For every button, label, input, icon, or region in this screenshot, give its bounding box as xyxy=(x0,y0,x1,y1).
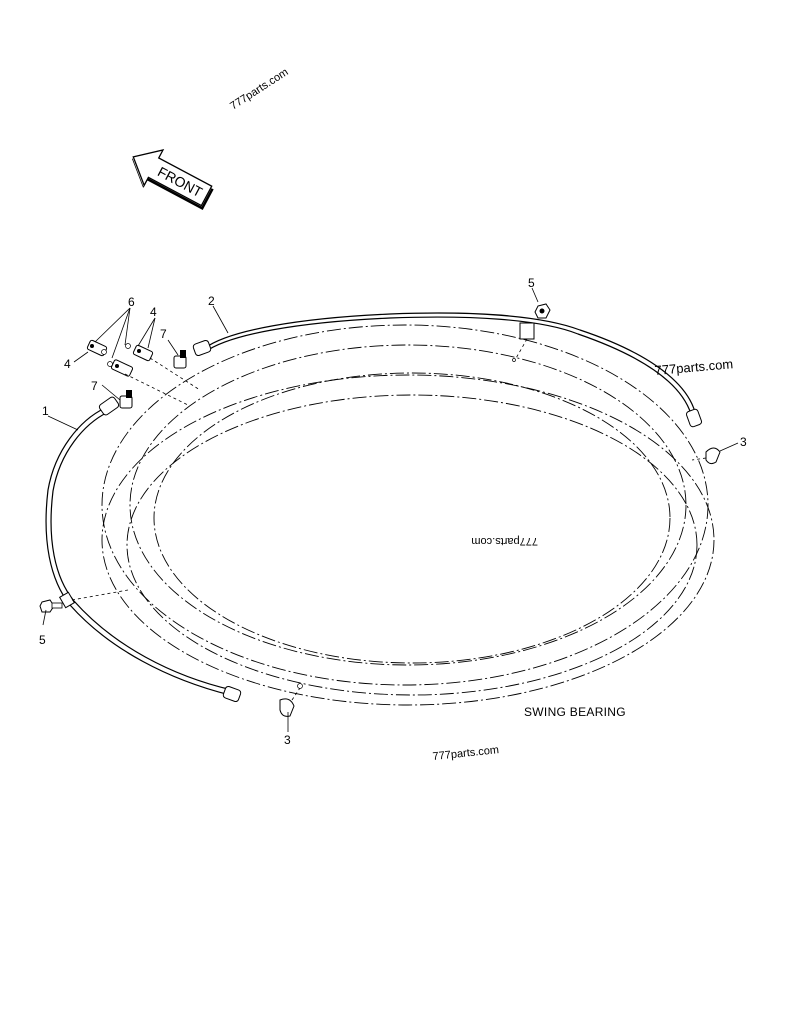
swing-bearing xyxy=(101,324,715,706)
callout-5-top: 5 xyxy=(528,276,535,290)
bolt-upper xyxy=(534,303,551,319)
callout-3-right: 3 xyxy=(740,435,747,449)
connector-right xyxy=(132,344,154,362)
hose-2-fitting-left xyxy=(192,339,212,357)
clamp-lower xyxy=(58,589,129,609)
watermark-bottom: 777parts.com xyxy=(432,744,500,763)
hose-2-fitting-right xyxy=(685,408,703,428)
leader-lines xyxy=(42,287,739,732)
hose-1-inner xyxy=(50,411,233,691)
elbow-fitting-bottom xyxy=(279,683,303,717)
hose-1-fitting-top xyxy=(98,396,120,416)
callout-6: 6 xyxy=(128,295,135,309)
callout-4-top-a: 4 xyxy=(150,305,157,319)
watermark-top: 777parts.com xyxy=(228,66,290,112)
callout-2: 2 xyxy=(208,294,215,308)
callout-4-left: 4 xyxy=(64,357,71,371)
hose-2 xyxy=(204,312,696,413)
hose-1-fitting-bottom xyxy=(222,685,242,703)
front-arrow: FRONT xyxy=(131,149,214,210)
clamp-upper xyxy=(512,322,535,362)
swing-bearing-label: SWING BEARING xyxy=(524,705,626,719)
watermark-right: 777parts.com xyxy=(654,356,734,378)
callout-3-bottom: 3 xyxy=(284,733,291,747)
bearing-outer-top xyxy=(101,324,709,686)
front-arrow-shadow-side xyxy=(146,178,214,210)
bearing-outer-bottom xyxy=(101,374,715,706)
bearing-gear-top xyxy=(153,372,671,664)
bearing-inner-top xyxy=(129,344,687,666)
connector-middle xyxy=(110,359,134,377)
fitting-cluster xyxy=(86,339,201,409)
bolt-lower xyxy=(39,599,63,613)
bearing-inner-bottom xyxy=(126,394,698,696)
callout-7-lower: 7 xyxy=(91,379,98,393)
hose-2-inner xyxy=(204,316,692,415)
callout-5-left: 5 xyxy=(39,633,46,647)
front-arrow-shadow xyxy=(131,158,148,189)
hose-1 xyxy=(45,407,231,696)
callout-1: 1 xyxy=(42,404,49,418)
watermark-center-inverted: 777parts.com xyxy=(471,535,538,547)
elbow-fitting-right xyxy=(691,447,721,465)
callout-7-upper: 7 xyxy=(160,327,167,341)
